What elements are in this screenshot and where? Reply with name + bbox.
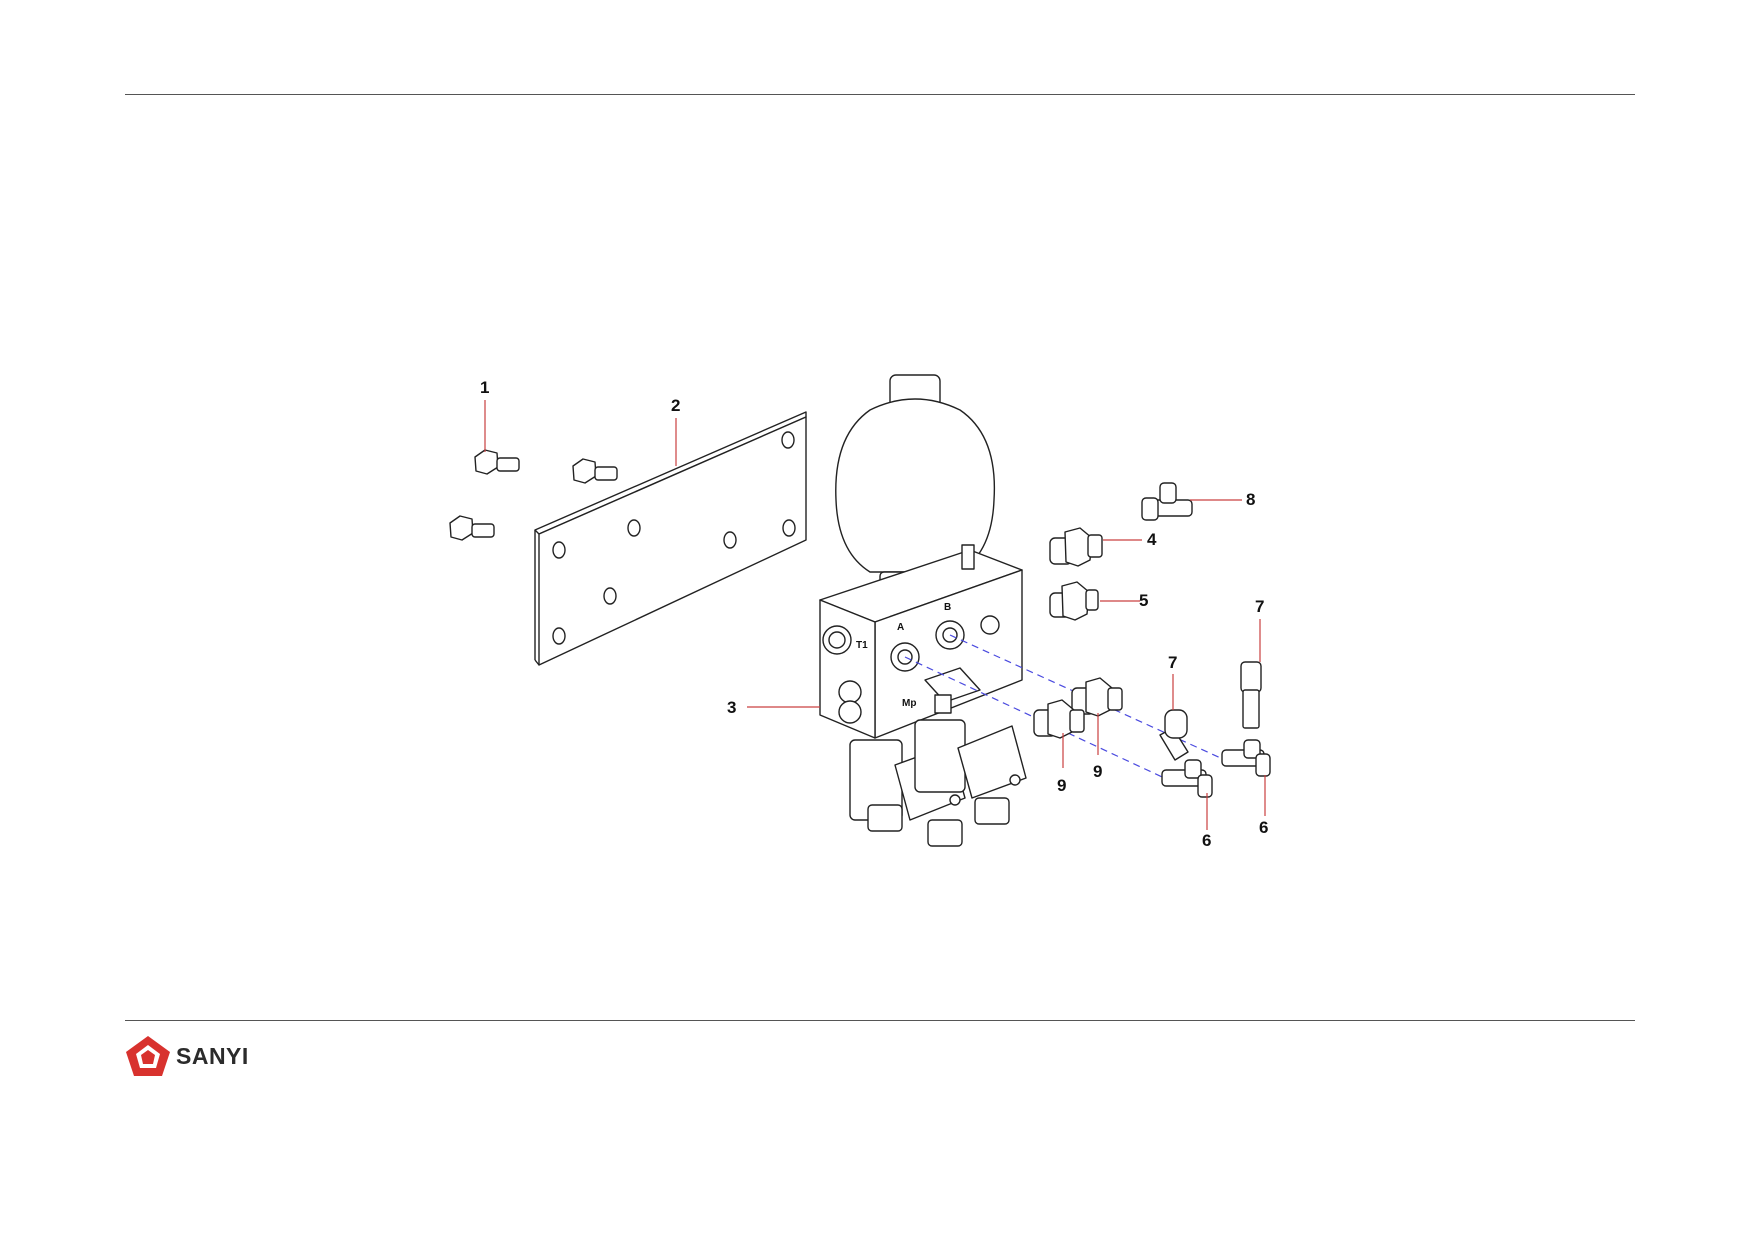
- port-label-a: A: [897, 622, 904, 633]
- port-label-t1: T1: [856, 640, 868, 651]
- tee-fitting: [1161, 759, 1213, 798]
- callout-4: 4: [1147, 530, 1157, 549]
- callout-1: 1: [480, 378, 489, 397]
- straight-fitting: [1049, 527, 1103, 567]
- mounting-plate: [534, 411, 807, 666]
- bolt: [474, 449, 520, 475]
- callout-8: 8: [1246, 490, 1255, 509]
- test-coupling: [1240, 661, 1262, 729]
- callout-9a: 9: [1057, 776, 1066, 795]
- callout-9b: 9: [1093, 762, 1102, 781]
- solenoid-right: [914, 719, 1027, 825]
- callout-numbers: 1 2 3 4 5 6 6 7 7 8 9 9: [480, 378, 1268, 850]
- callout-6a: 6: [1202, 831, 1211, 850]
- tee-fitting: [1221, 739, 1271, 777]
- bottom-rule: [125, 1020, 1635, 1021]
- valve-block: [819, 544, 1027, 847]
- bolt: [449, 515, 495, 541]
- sanyi-logo-icon: [126, 1036, 170, 1076]
- bolt: [572, 458, 618, 484]
- top-rule: [125, 94, 1635, 95]
- straight-fitting: [1071, 677, 1123, 717]
- callout-leaders: [484, 400, 1266, 830]
- straight-fitting: [1033, 699, 1085, 739]
- brand-logo: SANYI: [126, 1036, 249, 1076]
- callout-3: 3: [727, 698, 736, 717]
- straight-fitting: [1049, 581, 1099, 621]
- callout-6b: 6: [1259, 818, 1268, 837]
- callout-2: 2: [671, 396, 680, 415]
- callout-5: 5: [1139, 591, 1148, 610]
- pressure-relief-cartridge: [924, 667, 981, 714]
- tee-fitting: [1141, 482, 1193, 521]
- port-label-mp: Mp: [902, 698, 916, 709]
- callout-7a: 7: [1168, 653, 1177, 672]
- port-label-b: B: [944, 602, 951, 613]
- test-coupling: [1159, 709, 1189, 761]
- brand-name: SANYI: [176, 1042, 249, 1069]
- callout-7b: 7: [1255, 597, 1264, 616]
